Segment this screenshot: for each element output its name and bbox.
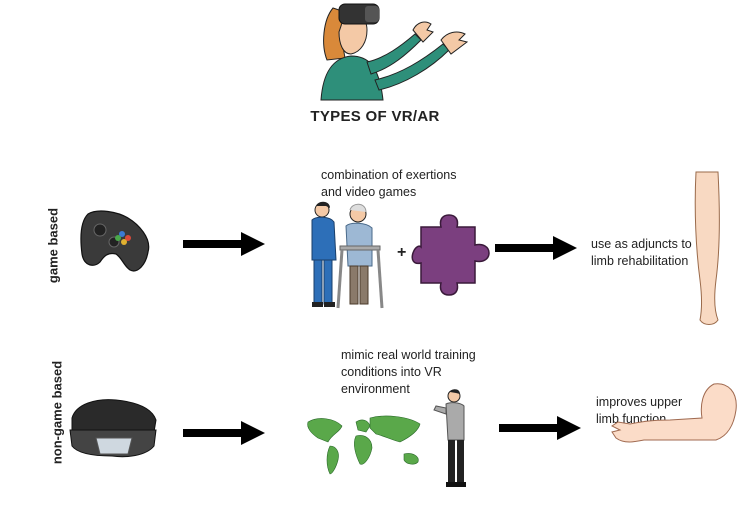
row-outcome: use as adjuncts to limb rehabilitation [591, 237, 692, 268]
nurse-patient-icon [311, 201, 384, 309]
row-description: combination of exertions and video games [321, 168, 457, 199]
arrow-icon [495, 236, 577, 260]
row-label-non-game-based: non-game based [49, 360, 65, 465]
headset-icon [69, 399, 157, 458]
diagram-title: TYPES OF VR/AR [310, 108, 440, 125]
arm-icon [611, 383, 737, 443]
world-map-icon [307, 415, 421, 475]
puzzle-icon [411, 214, 490, 296]
row-label-game-based: game based [45, 207, 61, 284]
arrow-icon [183, 232, 265, 256]
row-description: mimic real world training conditions int… [341, 348, 476, 396]
vr-woman-icon [320, 3, 469, 101]
arrow-icon [183, 421, 265, 445]
standing-man-icon [433, 389, 466, 487]
leg-icon [694, 171, 720, 325]
plus-sign: + [397, 244, 407, 261]
gamepad-icon [80, 210, 150, 272]
arrow-icon [499, 416, 581, 440]
